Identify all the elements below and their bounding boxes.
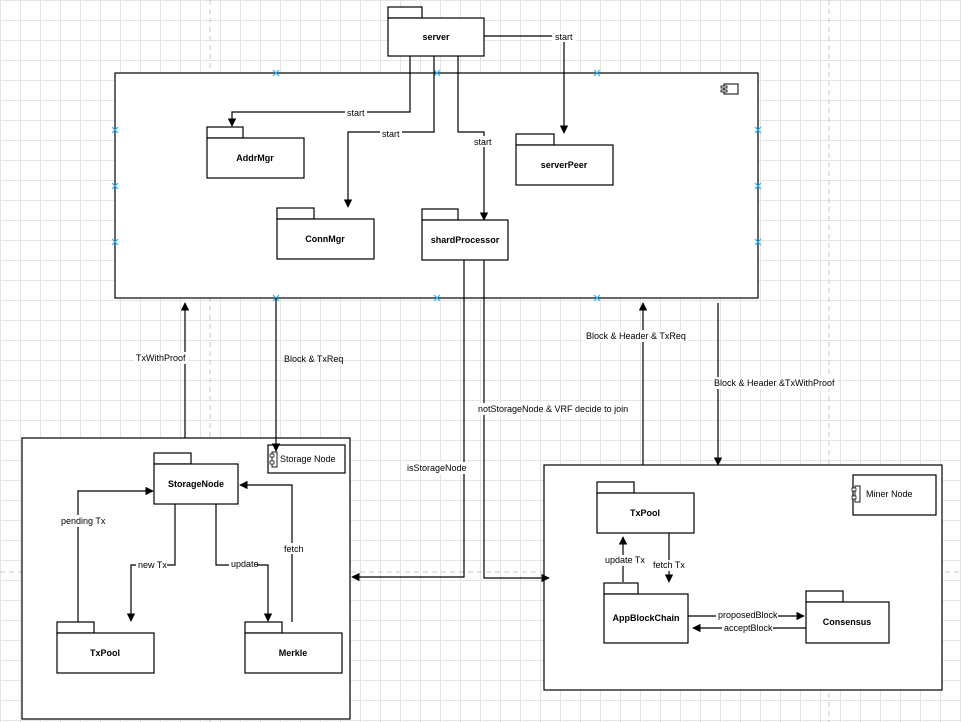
edge-label-fetch: fetch [284, 544, 304, 554]
storage-node-component-icon [269, 451, 278, 468]
component-icon [720, 83, 739, 95]
package-shardprocessor[interactable]: shardProcessor [421, 208, 509, 261]
edge-fetch[interactable]: fetch [239, 480, 305, 622]
edge-label-block-txreq: Block & TxReq [284, 354, 343, 364]
package-server[interactable]: server [387, 6, 485, 57]
edge-server-serverpeer[interactable]: start [484, 31, 575, 134]
edge-label-new-tx: new Tx [138, 560, 167, 570]
storage-node-component[interactable] [267, 444, 346, 474]
edge-txwithproof[interactable]: TxWithProof [134, 302, 190, 438]
miner-node-title: Miner Node [866, 489, 913, 499]
storage-node-title: Storage Node [280, 454, 336, 464]
edge-server-shardprocessor[interactable]: start [457, 56, 494, 221]
svg-text:TxPool: TxPool [630, 508, 660, 518]
edge-pending-tx[interactable]: pending Tx [60, 486, 154, 622]
svg-text:TxPool: TxPool [90, 648, 120, 658]
edge-block-header-txwithproof[interactable]: Block & Header &TxWithProof [712, 303, 837, 466]
edge-label-accept-block: acceptBlock [724, 623, 773, 633]
edge-label-isstoragenode: isStorageNode [407, 463, 467, 473]
handle-right-middle[interactable] [754, 182, 762, 190]
package-addrmgr[interactable]: AddrMgr [206, 126, 305, 179]
handle-right-top[interactable] [754, 126, 762, 134]
edge-label-block-header-txwithproof: Block & Header &TxWithProof [714, 378, 835, 388]
handle-bottom-center[interactable] [433, 294, 441, 302]
edge-label-notstoragenode: notStorageNode & VRF decide to join [478, 404, 628, 414]
edge-label-start-serverpeer: start [555, 32, 573, 42]
edge-label-start-connmgr: start [382, 129, 400, 139]
svg-text:Consensus: Consensus [823, 617, 872, 627]
package-consensus[interactable]: Consensus [805, 590, 890, 644]
selection-handles[interactable] [111, 69, 762, 302]
edge-label-start-shardprocessor: start [474, 137, 492, 147]
edge-isstoragenode[interactable]: isStorageNode [351, 260, 467, 582]
edge-label-update-tx: update Tx [605, 555, 645, 565]
svg-text:ConnMgr: ConnMgr [305, 234, 345, 244]
svg-text:StorageNode: StorageNode [168, 479, 224, 489]
svg-text:AddrMgr: AddrMgr [236, 153, 274, 163]
edge-label-update: update [231, 559, 259, 569]
miner-node-component-icon [851, 485, 861, 503]
svg-text:AppBlockChain: AppBlockChain [612, 613, 679, 623]
package-txpool-storage[interactable]: TxPool [56, 621, 155, 674]
package-connmgr[interactable]: ConnMgr [276, 207, 375, 260]
svg-text:shardProcessor: shardProcessor [431, 235, 500, 245]
package-txpool-miner[interactable]: TxPool [596, 481, 695, 534]
miner-node-component[interactable] [852, 474, 937, 516]
edge-label-txwithproof: TxWithProof [136, 353, 186, 363]
edge-block-txreq[interactable]: Block & TxReq [271, 298, 343, 452]
main-component-frame[interactable] [114, 72, 759, 299]
handle-left-middle[interactable] [111, 182, 119, 190]
edge-label-block-header-txreq: Block & Header & TxReq [586, 331, 686, 341]
edge-server-addrmgr[interactable]: start [227, 56, 411, 127]
edge-label-pending-tx: pending Tx [61, 516, 106, 526]
handle-left-bottom[interactable] [111, 238, 119, 246]
handle-top-right[interactable] [593, 69, 601, 77]
package-serverpeer[interactable]: serverPeer [515, 133, 614, 186]
svg-text:server: server [422, 32, 450, 42]
package-merkle[interactable]: Merkle [244, 621, 343, 674]
edge-server-connmgr[interactable]: start [343, 56, 435, 208]
handle-top-center[interactable] [433, 69, 441, 77]
edge-label-proposed-block: proposedBlock [718, 610, 778, 620]
edge-update-tx[interactable]: update Tx [603, 536, 645, 582]
edge-notstoragenode[interactable]: notStorageNode & VRF decide to join [476, 260, 634, 583]
edge-block-header-txreq[interactable]: Block & Header & TxReq [583, 302, 688, 465]
svg-text:Merkle: Merkle [279, 648, 308, 658]
edge-update[interactable]: update [215, 504, 273, 622]
package-storagenode[interactable]: StorageNode [153, 452, 239, 505]
handle-top-left[interactable] [272, 69, 280, 77]
svg-text:serverPeer: serverPeer [541, 160, 588, 170]
edge-label-fetch-tx: fetch Tx [653, 560, 685, 570]
edge-accept-block[interactable]: acceptBlock [692, 623, 806, 634]
handle-left-top[interactable] [111, 126, 119, 134]
edge-label-start-addrmgr: start [347, 108, 365, 118]
handle-bottom-right[interactable] [593, 294, 601, 302]
edge-proposed-block[interactable]: proposedBlock [688, 610, 805, 621]
edge-new-tx[interactable]: new Tx [126, 504, 176, 622]
package-appblockchain[interactable]: AppBlockChain [603, 582, 689, 644]
edge-fetch-tx[interactable]: fetch Tx [651, 533, 687, 583]
handle-right-bottom[interactable] [754, 238, 762, 246]
